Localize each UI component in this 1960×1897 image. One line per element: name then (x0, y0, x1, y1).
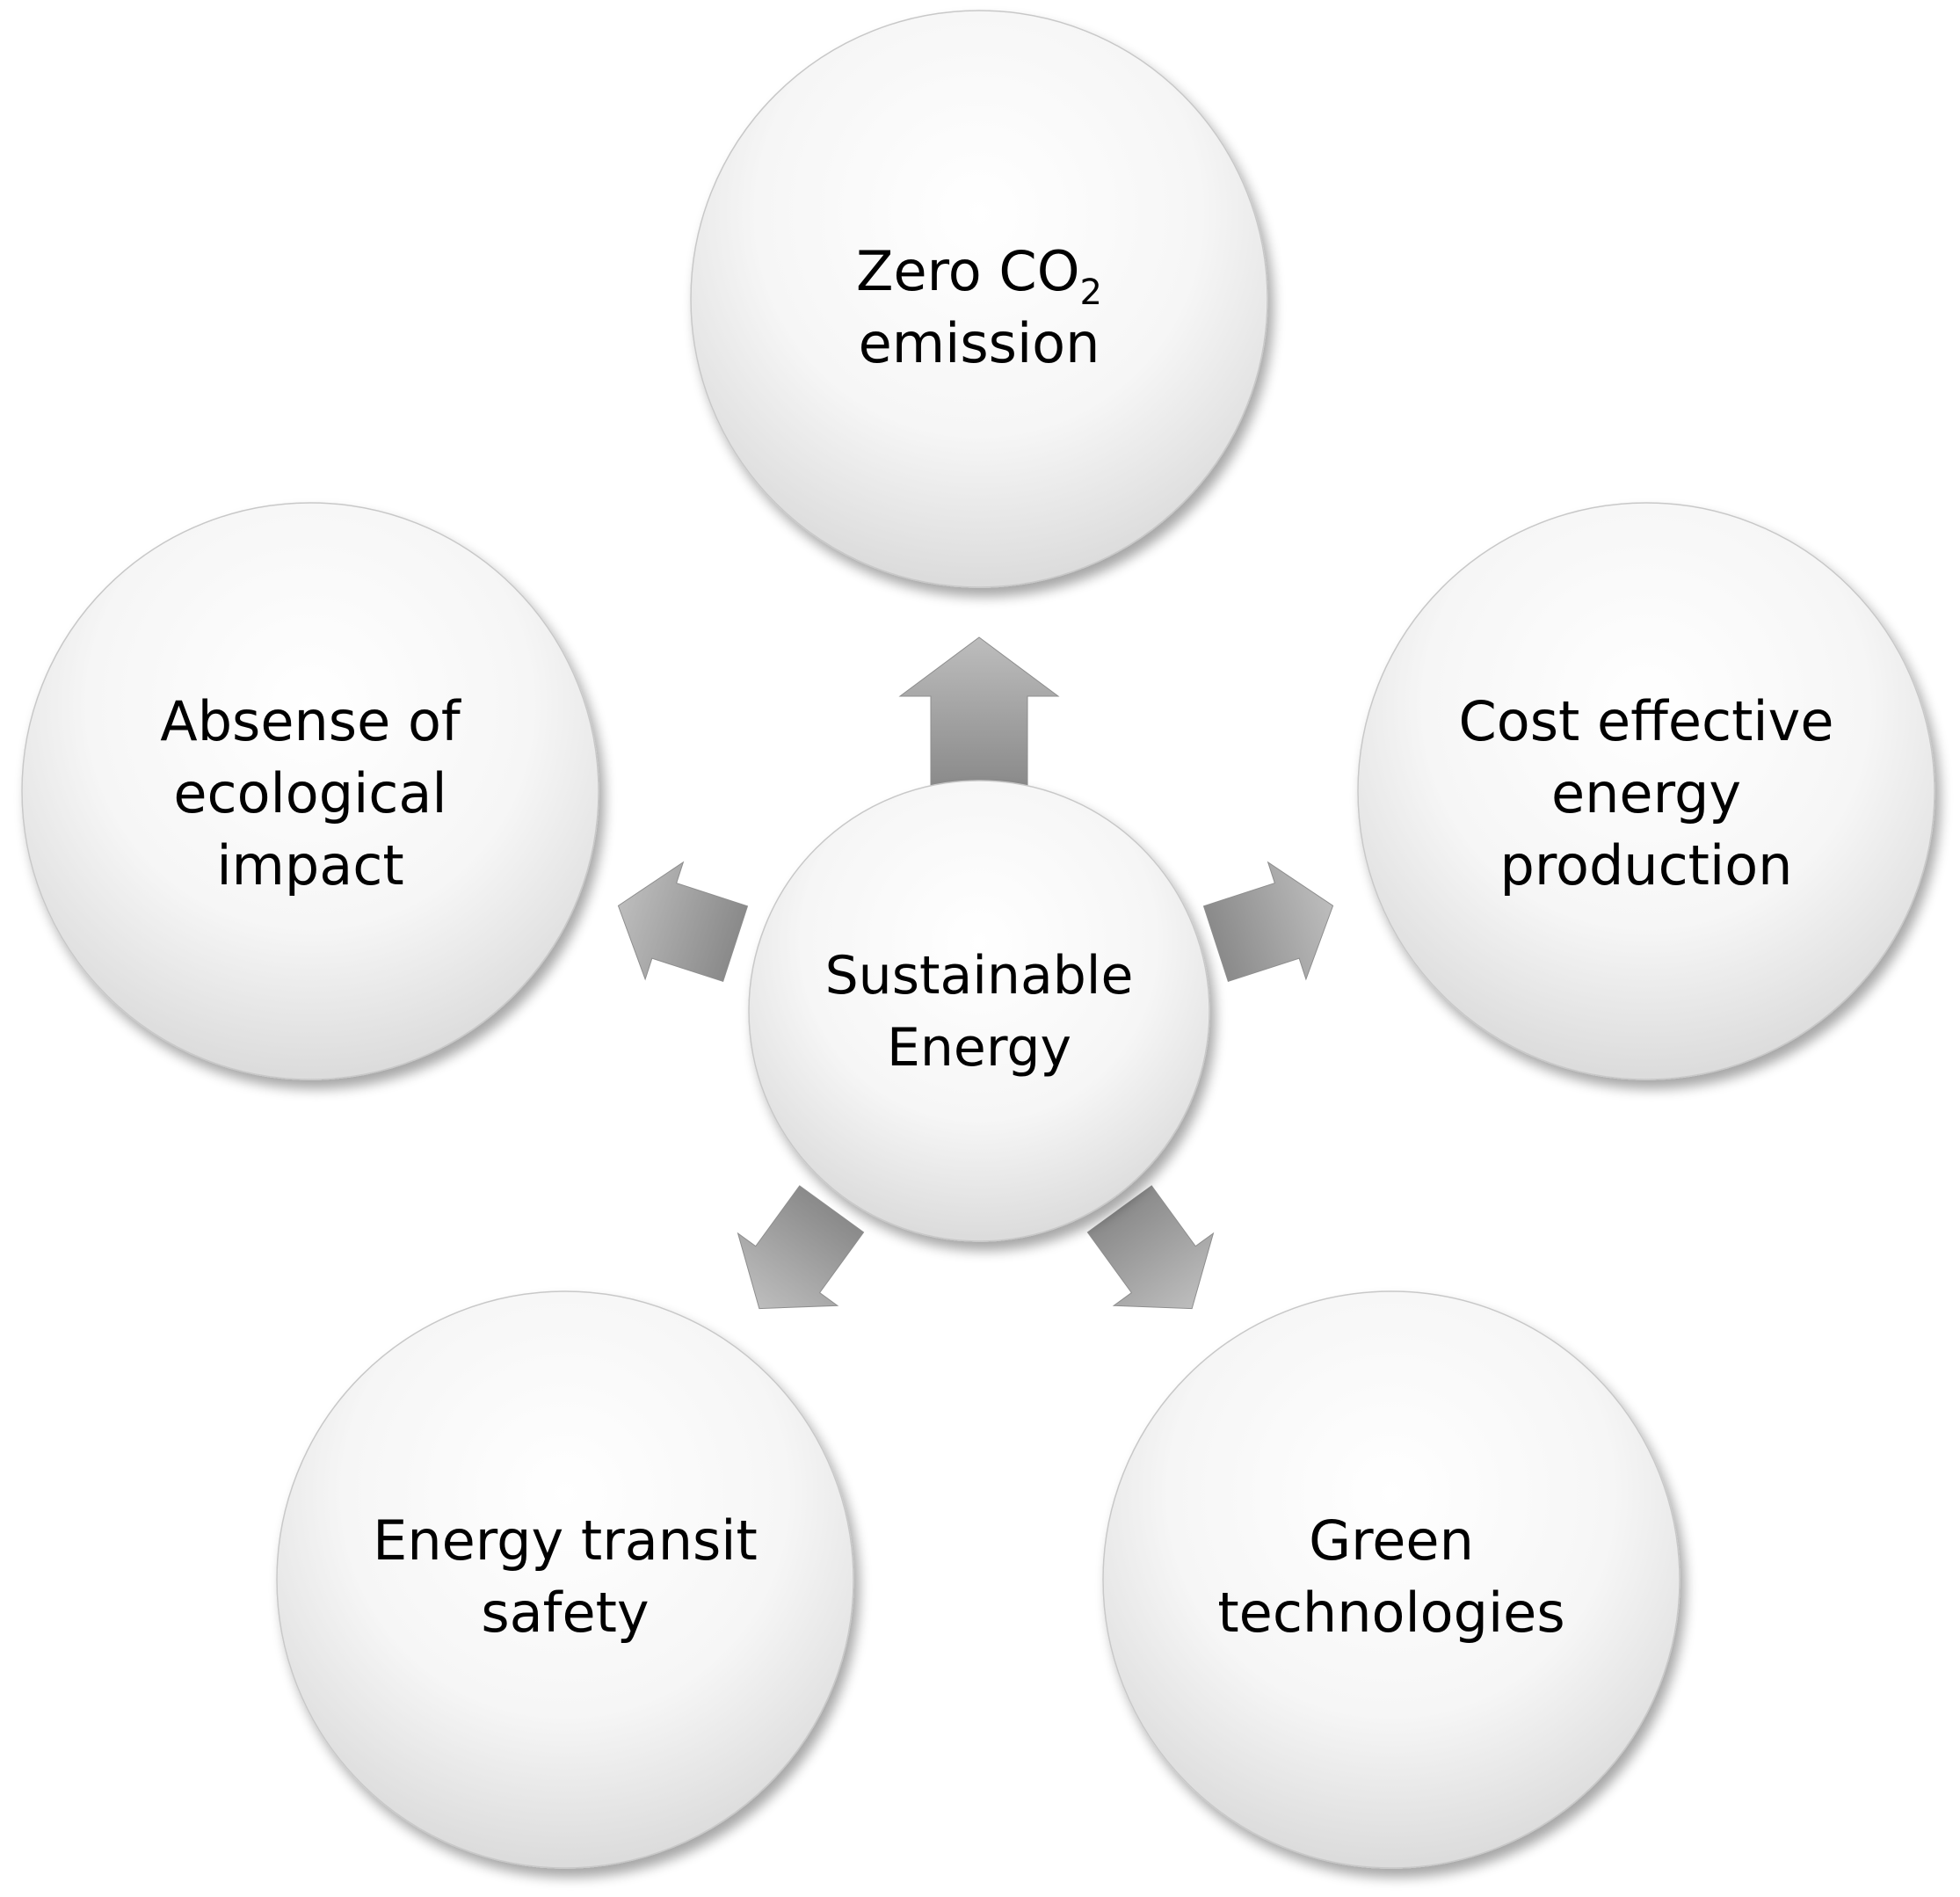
node-top-circle (690, 10, 1268, 588)
node-right-label-line1: Cost effective (1458, 689, 1833, 753)
arrow-to-bottom-left-node (737, 1185, 865, 1310)
node-top-label-line1: Zero CO2 (856, 239, 1102, 313)
node-right: Cost effective energy production (1357, 502, 1935, 1080)
node-left-label-line1: Absense of (160, 689, 462, 753)
node-right-label-line3: production (1500, 833, 1793, 898)
node-bottom-left-label-line2: safety (481, 1581, 649, 1645)
node-top-label-line2: emission (859, 311, 1100, 375)
node-bottom-right-label-line2: technologies (1217, 1581, 1564, 1645)
node-bottom-left-label-line1: Energy transit (373, 1508, 758, 1573)
arrow-to-right-node (1202, 861, 1334, 983)
center-node: Sustainable Energy (748, 780, 1210, 1242)
node-bottom-right-circle (1102, 1290, 1681, 1869)
node-left-circle (21, 502, 599, 1080)
node-top: Zero CO2 emission (690, 10, 1268, 588)
node-left-label-line3: impact (216, 833, 403, 898)
center-node-label-line2: Energy (887, 1017, 1071, 1079)
node-left-label-line2: ecological (173, 761, 446, 825)
node-bottom-left: Energy transit safety (276, 1290, 854, 1869)
node-bottom-right: Green technologies (1102, 1290, 1681, 1869)
arrow-to-bottom-right-node (1086, 1185, 1215, 1310)
node-left: Absense of ecological impact (21, 502, 599, 1080)
center-node-circle (748, 780, 1210, 1242)
node-bottom-right-label-line1: Green (1309, 1508, 1474, 1573)
arrows (617, 636, 1334, 1310)
arrow-to-left-node (617, 861, 749, 983)
node-right-circle (1357, 502, 1935, 1080)
arrow-up-to-top-node (898, 636, 1060, 788)
node-bottom-left-circle (276, 1290, 854, 1869)
center-node-label-line1: Sustainable (825, 945, 1134, 1007)
node-right-label-line2: energy (1551, 761, 1741, 825)
